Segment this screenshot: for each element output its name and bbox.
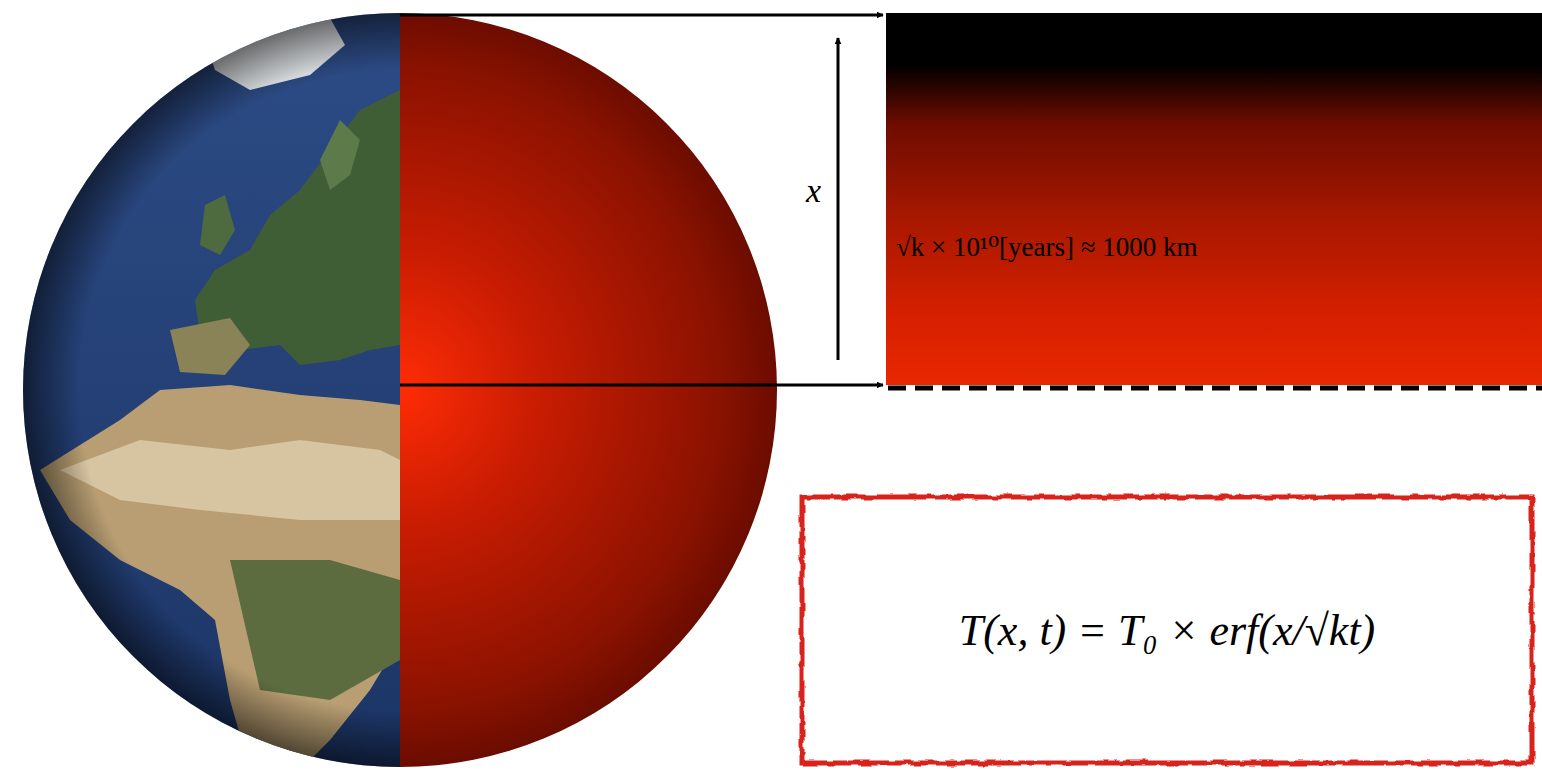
formula-text: T(x, t) = T₀ × erf(x/√kt) xyxy=(959,605,1376,656)
cooling-layer-panel: √k × 10¹⁰[years] ≈ 1000 km xyxy=(886,13,1542,385)
dashed-boundary xyxy=(888,386,1542,391)
formula-frame xyxy=(802,497,1532,763)
projection-arrow xyxy=(400,14,883,17)
depth-variable: x xyxy=(806,172,821,210)
projection-arrow xyxy=(400,384,883,387)
formula-box: T(x, t) = T₀ × erf(x/√kt) xyxy=(808,503,1526,757)
depth-estimate-text: √k × 10¹⁰[years] ≈ 1000 km xyxy=(896,231,1197,263)
depth-arrow xyxy=(837,38,840,360)
